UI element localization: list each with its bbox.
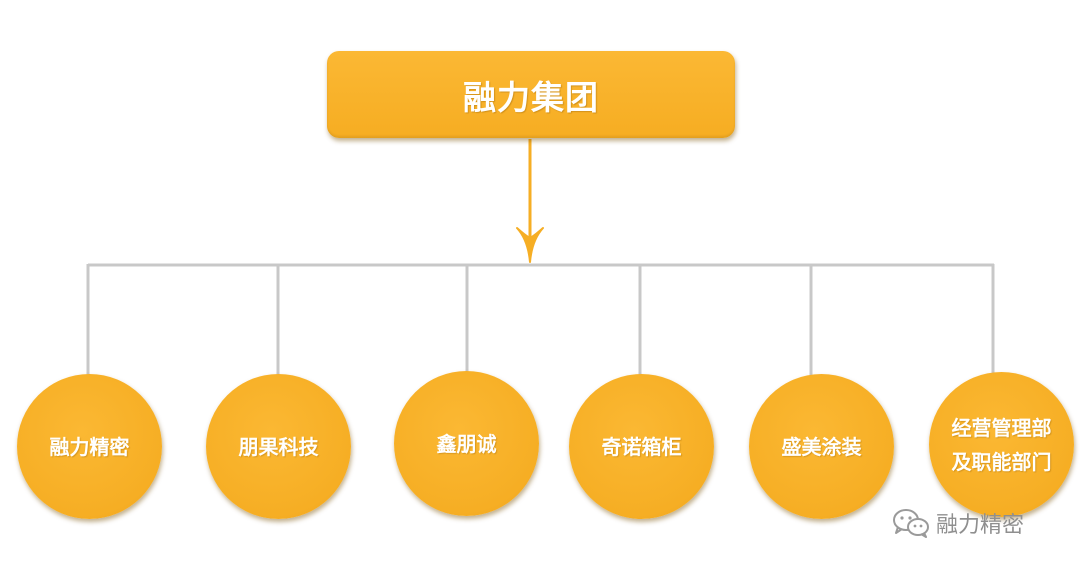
child-node-label: 融力精密 [49, 434, 130, 459]
child-node-label-line1: 经营管理部 [951, 415, 1052, 440]
root-arrow-head [516, 227, 544, 263]
child-node-4: 奇诺箱柜 [569, 374, 714, 519]
watermark-text: 融力精密 [936, 513, 1025, 538]
child-node-5: 盛美涂装 [749, 374, 894, 519]
wechat-icon [893, 509, 929, 538]
child-node-1: 融力精密 [17, 374, 162, 519]
child-node-2: 朋果科技 [206, 374, 351, 519]
child-node-label: 鑫朋诚 [436, 431, 497, 456]
child-node-3: 鑫朋诚 [394, 371, 539, 516]
child-node-label: 盛美涂装 [781, 434, 862, 459]
root-node-box: 融力集团 [327, 51, 735, 138]
child-node-label: 朋果科技 [238, 434, 319, 459]
root-node-label: 融力集团 [463, 77, 599, 117]
child-node-label-line2: 及职能部门 [951, 449, 1052, 474]
watermark: 融力精密 [892, 506, 1024, 540]
child-node-6: 经营管理部 及职能部门 [929, 372, 1074, 517]
child-node-label: 奇诺箱柜 [601, 434, 682, 459]
